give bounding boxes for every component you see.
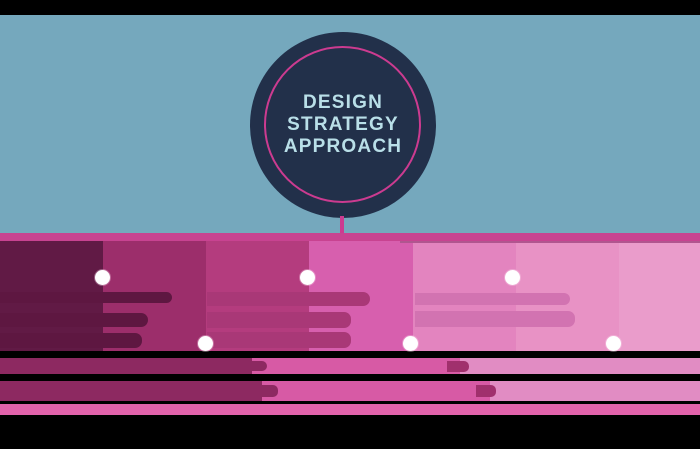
redacted-text-bar bbox=[0, 292, 172, 303]
title-line-2: STRATEGY bbox=[287, 114, 399, 135]
timeline-marker-dot bbox=[299, 269, 315, 285]
redacted-text-bar bbox=[415, 293, 570, 305]
page-title: DESIGN STRATEGY APPROACH bbox=[284, 92, 402, 158]
header-stripe bbox=[0, 233, 700, 241]
timeline-marker-dot bbox=[504, 269, 520, 285]
title-badge-circle: DESIGN STRATEGY APPROACH bbox=[250, 32, 436, 218]
timeline-marker-dot bbox=[197, 335, 213, 351]
timeline-marker-dot bbox=[605, 335, 621, 351]
step-band bbox=[619, 241, 700, 351]
bottom-pink-stripe bbox=[0, 404, 700, 415]
glitch-stripe-segment bbox=[490, 381, 700, 401]
badge-ring bbox=[264, 46, 421, 203]
band-top-shadow bbox=[400, 241, 700, 243]
glitch-stripe-segment bbox=[476, 385, 496, 397]
glitch-stripe-segment bbox=[252, 358, 460, 374]
redacted-text-bar bbox=[0, 333, 142, 348]
timeline-marker-dot bbox=[94, 269, 110, 285]
connector-line bbox=[340, 216, 344, 235]
glitch-stripe-segment bbox=[447, 361, 469, 372]
glitch-stripe-segment bbox=[262, 381, 490, 401]
title-line-1: DESIGN bbox=[302, 92, 384, 113]
glitch-stripe-segment bbox=[0, 358, 252, 374]
redacted-text-bar bbox=[207, 332, 351, 348]
redacted-text-bar bbox=[207, 312, 351, 328]
glitch-stripe-segment bbox=[252, 361, 267, 371]
timeline-marker-dot bbox=[402, 335, 418, 351]
glitch-stripe-segment bbox=[460, 358, 700, 374]
glitch-stripe-segment bbox=[0, 381, 262, 401]
glitch-stripe-segment bbox=[262, 385, 278, 397]
redacted-text-bar bbox=[207, 292, 370, 306]
redacted-text-bar bbox=[0, 313, 148, 327]
title-line-3: APPROACH bbox=[283, 136, 403, 157]
redacted-text-bar bbox=[415, 311, 575, 327]
